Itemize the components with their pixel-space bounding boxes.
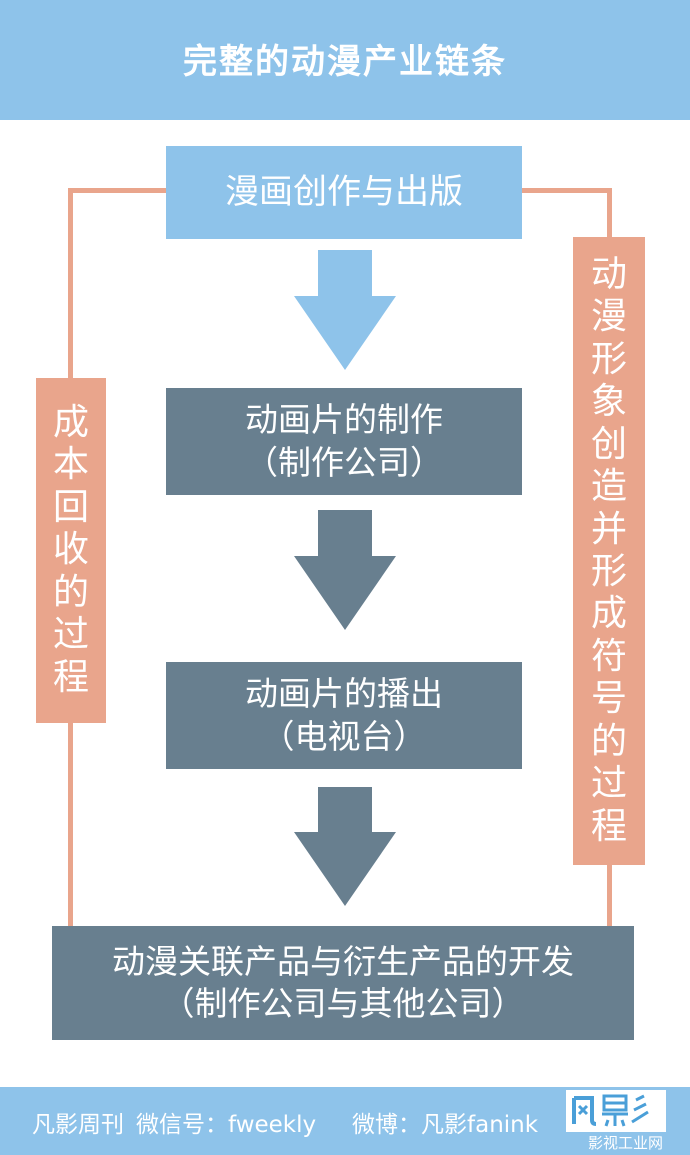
step-line: 动画片的播出 [245, 674, 443, 714]
publication-name: 凡影周刊 [32, 1112, 124, 1138]
label-char: 形 [590, 551, 627, 592]
logo-mark [572, 1094, 649, 1127]
left-connector-vertical-top [68, 188, 73, 378]
label-char: 过 [52, 614, 89, 656]
label-char: 创 [590, 423, 627, 465]
label-char: 形 [590, 338, 627, 380]
label-char: 回 [52, 486, 89, 528]
label-char: 程 [52, 656, 89, 698]
label-char: 符 [590, 635, 627, 677]
label-char: 造 [590, 466, 627, 508]
image-creation-label: 动 漫 形 象 创 造 并 形 成 符 号 的 过 程 [573, 237, 645, 865]
label-char: 象 [590, 381, 627, 423]
label-char: 收 [52, 529, 89, 571]
arrow-down-3 [294, 787, 396, 906]
label-char: 并 [590, 508, 627, 550]
label-char: 漫 [590, 296, 627, 338]
label-char: 程 [590, 805, 627, 847]
step-derivative-products: 动漫关联产品与衍生产品的开发 （制作公司与其他公司） [52, 926, 634, 1040]
label-char: 动 [590, 253, 627, 295]
label-char: 成 [52, 401, 89, 443]
brand-logo-icon [566, 1090, 666, 1132]
step-subline: （电视台） [261, 716, 427, 756]
step-subline: （制作公司） [245, 442, 443, 482]
arrow-down-2 [294, 510, 396, 630]
right-connector-vertical-top [607, 188, 612, 237]
label-char: 的 [52, 571, 89, 613]
cost-recovery-label: 成 本 回 收 的 过 程 [36, 378, 106, 723]
right-connector-vertical-bottom [607, 865, 612, 926]
step-subline: （制作公司与其他公司） [161, 984, 525, 1023]
label-char: 的 [590, 720, 627, 762]
label-char: 成 [590, 593, 627, 635]
page-title: 完整的动漫产业链条 [183, 41, 507, 82]
right-connector-top [522, 188, 612, 193]
label-char: 本 [52, 444, 89, 486]
watermark-text: 影视工业网 [588, 1134, 664, 1152]
step-line: 动漫关联产品与衍生产品的开发 [112, 941, 574, 981]
step-animation-production: 动画片的制作 （制作公司） [166, 388, 522, 495]
step-line: 漫画创作与出版 [225, 171, 463, 212]
left-connector-vertical-bottom [68, 723, 73, 926]
label-char: 号 [590, 678, 627, 720]
label-char: 过 [590, 763, 627, 805]
step-animation-broadcast: 动画片的播出 （电视台） [166, 662, 522, 769]
step-line: 动画片的制作 [245, 400, 443, 440]
weibo-id: 微博：凡影fanink [352, 1112, 539, 1138]
left-connector-top [68, 188, 166, 193]
arrow-down-1 [294, 250, 396, 370]
wechat-id: 微信号：fweekly [136, 1112, 317, 1138]
header-banner: 完整的动漫产业链条 [0, 0, 690, 120]
step-comic-creation: 漫画创作与出版 [166, 146, 522, 239]
